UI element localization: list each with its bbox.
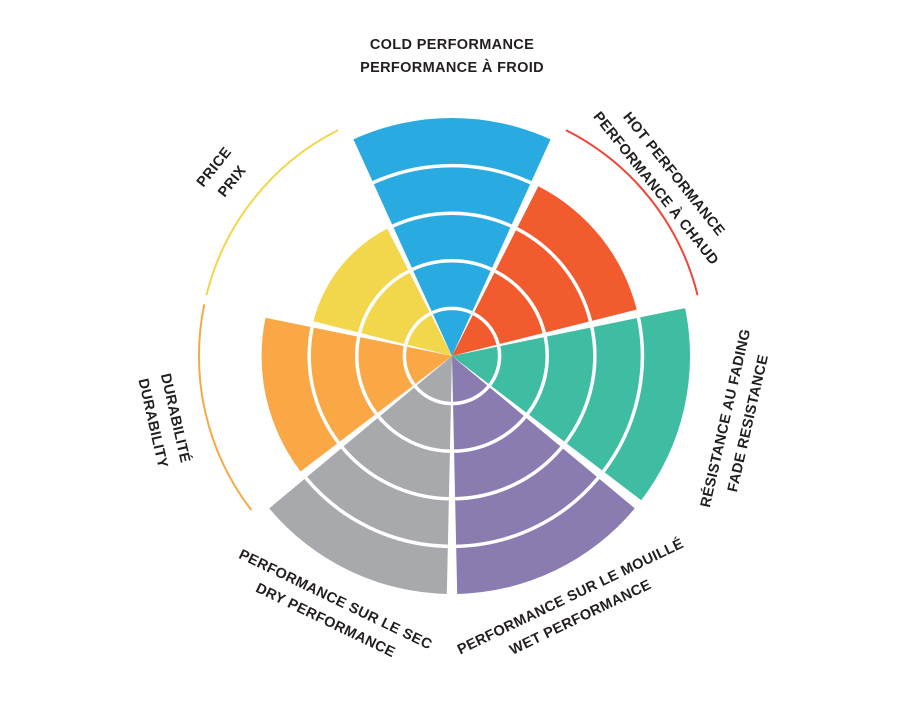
label-cold-performance: COLD PERFORMANCE PERFORMANCE À FROID: [360, 34, 544, 80]
ring-divider-hot-performance-2: [494, 269, 547, 334]
max-scale-arc-hot-performance: [565, 129, 699, 296]
wedge-cold-performance: [353, 118, 551, 356]
ring-divider-wet-performance-3: [455, 446, 564, 501]
wedge-hot-performance: [452, 186, 637, 356]
ring-divider-dry-performance-3: [340, 446, 449, 501]
ring-divider-cold-performance-3: [392, 211, 512, 228]
ring-divider-dry-performance-2: [377, 415, 450, 453]
ring-divider-durability-3: [307, 326, 340, 444]
ring-divider-price-2: [357, 269, 410, 334]
ring-divider-wet-performance-2: [454, 415, 527, 453]
max-scale-arc-price: [205, 129, 339, 296]
wedge-wet-performance: [452, 356, 635, 594]
ring-divider-fade-resistance-1: [488, 346, 502, 386]
ring-divider-price-1: [404, 312, 432, 345]
ring-divider-durability-1: [402, 346, 416, 386]
wedge-dry-performance: [269, 356, 452, 594]
ring-divider-cold-performance-2: [411, 259, 493, 271]
max-scale-arc-durability: [197, 304, 252, 511]
ring-divider-cold-performance-1: [431, 306, 473, 315]
ring-divider-fade-resistance-2: [526, 336, 549, 415]
ring-divider-wet-performance-1: [452, 385, 490, 406]
ring-divider-hot-performance-1: [472, 312, 500, 345]
ring-divider-dry-performance-4: [304, 476, 448, 549]
ring-divider-dry-performance-1: [414, 385, 452, 406]
ring-divider-hot-performance-3: [515, 227, 593, 322]
ring-divider-wet-performance-4: [456, 476, 600, 549]
ring-divider-durability-2: [355, 336, 378, 415]
label-cold-performance-fr: PERFORMANCE À FROID: [360, 60, 544, 76]
label-cold-performance-en: COLD PERFORMANCE: [369, 36, 535, 53]
ring-divider-fade-resistance-3: [564, 326, 597, 444]
wedge-fade-resistance: [452, 308, 690, 501]
ring-divider-fade-resistance-4: [602, 317, 645, 473]
ring-divider-cold-performance-4: [372, 163, 532, 185]
